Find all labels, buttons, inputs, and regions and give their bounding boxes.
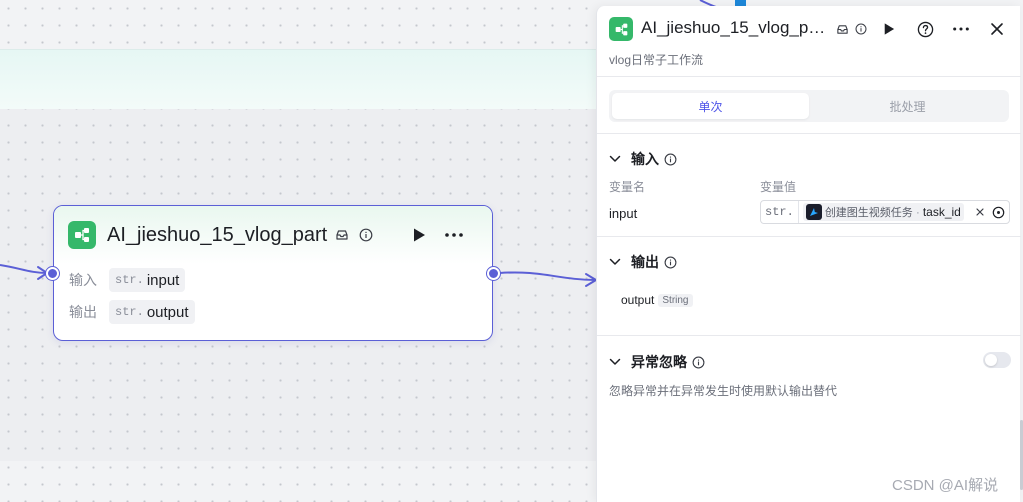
node-output-row: 输出 str. output xyxy=(54,296,492,328)
tab-single[interactable]: 单次 xyxy=(612,93,809,119)
input-variable-name: input xyxy=(609,206,638,221)
input-param-chip: str. input xyxy=(109,268,186,292)
output-port[interactable] xyxy=(487,267,500,280)
clear-icon[interactable] xyxy=(976,208,984,216)
chevron-down-icon xyxy=(609,358,623,366)
output-variable-name: output xyxy=(621,293,655,307)
chevron-down-icon xyxy=(609,258,623,266)
output-type: str. xyxy=(115,305,144,319)
tray-icon[interactable] xyxy=(335,228,349,242)
info-icon[interactable] xyxy=(664,256,677,269)
divider xyxy=(597,236,1021,237)
workflow-icon xyxy=(68,221,96,249)
info-icon[interactable] xyxy=(692,356,705,369)
output-section-title: 输出 xyxy=(631,254,659,270)
reference-node-name: 创建图生视频任务 xyxy=(824,207,913,219)
panel-run-icon[interactable] xyxy=(878,18,900,40)
panel-subtitle: vlog日常子工作流 xyxy=(609,53,704,67)
canvas-group-header xyxy=(0,49,600,109)
input-section-title: 输入 xyxy=(631,151,659,167)
panel-header: AI_jieshuo_15_vlog_p… vlog日常子工作流 xyxy=(597,6,1021,76)
divider xyxy=(597,335,1021,336)
offscreen-node-icon xyxy=(735,0,746,6)
error-section-header[interactable]: 异常忽略 xyxy=(609,352,705,372)
panel-tray-icon[interactable] xyxy=(831,18,853,40)
input-label: 输入 xyxy=(69,272,97,288)
input-type: str. xyxy=(115,273,144,287)
input-param-name: input xyxy=(146,271,180,289)
variable-reference: 创建图生视频任务 · task_id xyxy=(802,203,964,221)
plugin-icon xyxy=(805,204,822,220)
divider xyxy=(597,76,1021,77)
output-label: 输出 xyxy=(69,304,97,320)
panel-more-icon[interactable] xyxy=(950,18,972,40)
more-icon[interactable] xyxy=(444,232,464,238)
node-header: AI_jieshuo_15_vlog_part xyxy=(54,206,492,264)
node-settings-panel: AI_jieshuo_15_vlog_p… vlog日常子工作流 单次 批处理 … xyxy=(596,6,1021,502)
info-icon[interactable] xyxy=(664,153,677,166)
error-section-description: 忽略异常并在异常发生时使用默认输出替代 xyxy=(609,384,838,398)
close-icon[interactable] xyxy=(986,18,1008,40)
ignore-error-toggle[interactable] xyxy=(983,352,1011,368)
variable-value-column: 变量值 xyxy=(760,180,797,194)
output-section-header[interactable]: 输出 xyxy=(609,252,677,272)
tab-batch[interactable]: 批处理 xyxy=(889,99,926,114)
node-title: AI_jieshuo_15_vlog_part xyxy=(107,223,328,246)
error-section-title: 异常忽略 xyxy=(631,354,687,370)
variable-picker-icon[interactable] xyxy=(992,206,1005,219)
input-variable-value-field[interactable]: str. 创建图生视频任务 · task_id xyxy=(760,200,1010,224)
watermark: CSDN @AI解说 xyxy=(892,477,999,494)
chevron-down-icon xyxy=(609,155,623,163)
input-port[interactable] xyxy=(46,267,59,280)
run-mode-tabs: 单次 批处理 xyxy=(609,90,1009,122)
output-param-name: output xyxy=(146,303,189,321)
panel-title: AI_jieshuo_15_vlog_p… xyxy=(641,18,826,37)
run-icon[interactable] xyxy=(412,227,426,243)
divider xyxy=(597,133,1021,134)
output-variable-type: String xyxy=(658,293,693,307)
output-param-chip: str. output xyxy=(109,300,195,324)
info-icon[interactable] xyxy=(359,228,373,242)
node-input-row: 输入 str. input xyxy=(54,264,492,296)
panel-workflow-icon xyxy=(609,17,633,41)
panel-scrollbar[interactable] xyxy=(1020,420,1023,490)
variable-type: str. xyxy=(761,201,799,223)
help-icon[interactable] xyxy=(914,18,936,40)
variable-name-column: 变量名 xyxy=(609,180,646,194)
reference-separator: · xyxy=(915,205,920,219)
output-variable: output String xyxy=(621,293,693,307)
reference-field-name: task_id xyxy=(922,205,961,219)
toggle-knob xyxy=(985,354,997,366)
input-section-header[interactable]: 输入 xyxy=(609,149,677,169)
workflow-node[interactable]: AI_jieshuo_15_vlog_part 输入 str. input 输出… xyxy=(53,205,493,341)
panel-info-icon[interactable] xyxy=(850,18,872,40)
